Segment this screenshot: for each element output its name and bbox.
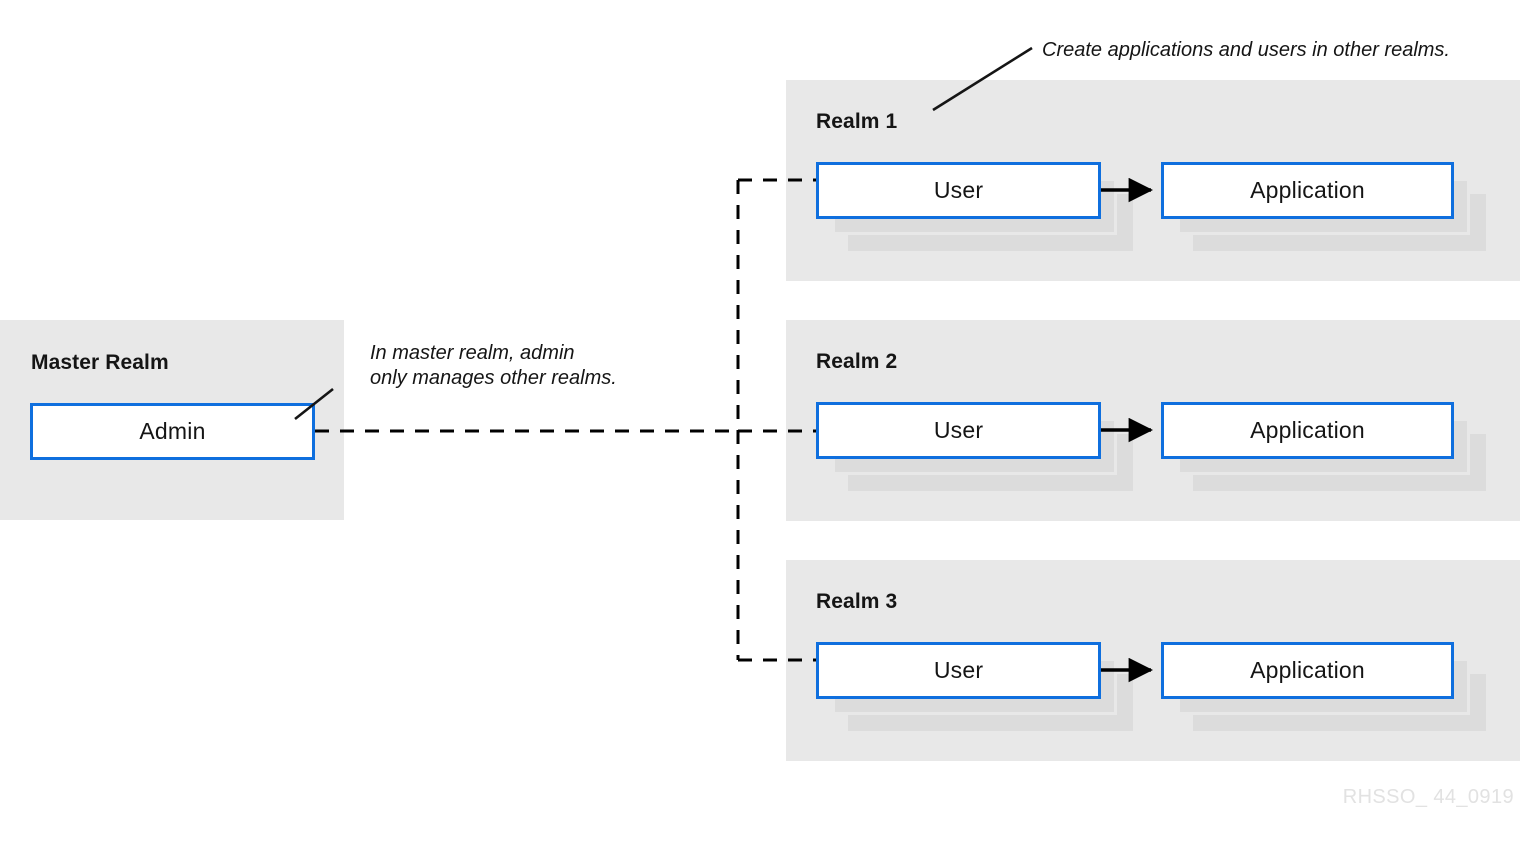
application-card-label: Application [1250,657,1365,683]
master-realm-title: Master Realm [31,351,169,374]
application-card-label: Application [1250,417,1365,443]
application-card[interactable]: Application [1161,162,1454,219]
annotation-create-apps-and-users: Create applications and users in other r… [1042,39,1450,61]
realm-3-title: Realm 3 [816,590,898,613]
user-card[interactable]: User [816,402,1101,459]
node-admin[interactable]: Admin [30,403,315,460]
annotation-master-realm-admin: In master realm, admin only manages othe… [370,342,617,389]
application-card[interactable]: Application [1161,642,1454,699]
user-card-label: User [933,177,984,203]
user-card[interactable]: User [816,162,1101,219]
node-user-realm-1[interactable]: User [816,162,1133,251]
admin-card[interactable]: Admin [30,403,315,460]
application-card-label: Application [1250,177,1365,203]
realm-2-title: Realm 2 [816,350,898,373]
user-card-label: User [933,417,984,443]
watermark-label: RHSSO_ 44_0919 [1342,786,1514,808]
node-application-realm-1[interactable]: Application [1161,162,1486,251]
node-user-realm-2[interactable]: User [816,402,1133,491]
node-application-realm-3[interactable]: Application [1161,642,1486,731]
node-user-realm-3[interactable]: User [816,642,1133,731]
user-card[interactable]: User [816,642,1101,699]
realm-1-title: Realm 1 [816,110,898,133]
user-card-label: User [933,657,984,683]
application-card[interactable]: Application [1161,402,1454,459]
node-application-realm-2[interactable]: Application [1161,402,1486,491]
admin-card-label: Admin [139,418,206,444]
